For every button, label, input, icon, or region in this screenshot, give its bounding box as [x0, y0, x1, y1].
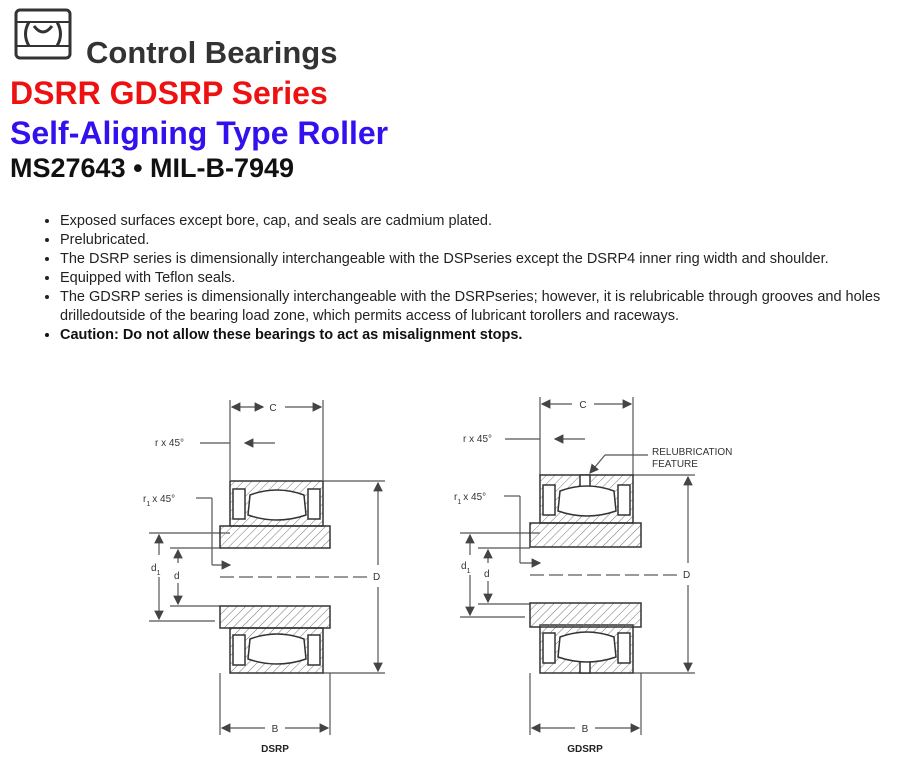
caution-item: Caution: Do not allow these bearings to … — [60, 326, 898, 345]
dim-b-right: B — [582, 724, 589, 735]
dsrp-drawing — [149, 400, 385, 735]
feature-item: Prelubricated. — [60, 231, 898, 250]
dsrp-bearing-section — [219, 480, 370, 674]
relub-label-1: RELUBRICATION — [652, 447, 732, 458]
chamfer-r-right: r x 45° — [463, 434, 492, 445]
bearing-logo-icon — [14, 8, 72, 60]
dim-d-right: d — [484, 569, 490, 580]
dim-d1-right: d1 — [461, 561, 471, 575]
gdsrp-drawing — [460, 397, 695, 735]
gdsrp-bearing-section — [529, 474, 680, 674]
feature-item: Exposed surfaces except bore, cap, and s… — [60, 212, 898, 231]
caption-gdsrp: GDSRP — [567, 744, 603, 755]
type-heading: Self-Aligning Type Roller — [10, 115, 389, 151]
page-title: Control Bearings — [86, 35, 338, 70]
dim-b-left: B — [272, 724, 279, 735]
feature-item: The GDSRP series is dimensionally interc… — [60, 288, 898, 326]
dim-d-left: d — [174, 571, 180, 582]
series-heading: DSRR GDSRP Series — [10, 75, 328, 111]
chamfer-r-left: r x 45° — [155, 438, 184, 449]
dim-d-outer-left: D — [373, 572, 380, 583]
dim-c-right: C — [579, 400, 586, 411]
relub-label-2: FEATURE — [652, 459, 698, 470]
spec-heading: MS27643 • MIL-B-7949 — [10, 153, 295, 183]
dim-c-left: C — [269, 403, 276, 414]
caption-dsrp: DSRP — [261, 744, 289, 755]
feature-item: The DSRP series is dimensionally interch… — [60, 250, 898, 269]
feature-item: Equipped with Teflon seals. — [60, 269, 898, 288]
feature-list: Exposed surfaces except bore, cap, and s… — [30, 212, 898, 345]
dim-d-outer-right: D — [683, 570, 690, 581]
dim-d1-left: d1 — [151, 563, 161, 577]
